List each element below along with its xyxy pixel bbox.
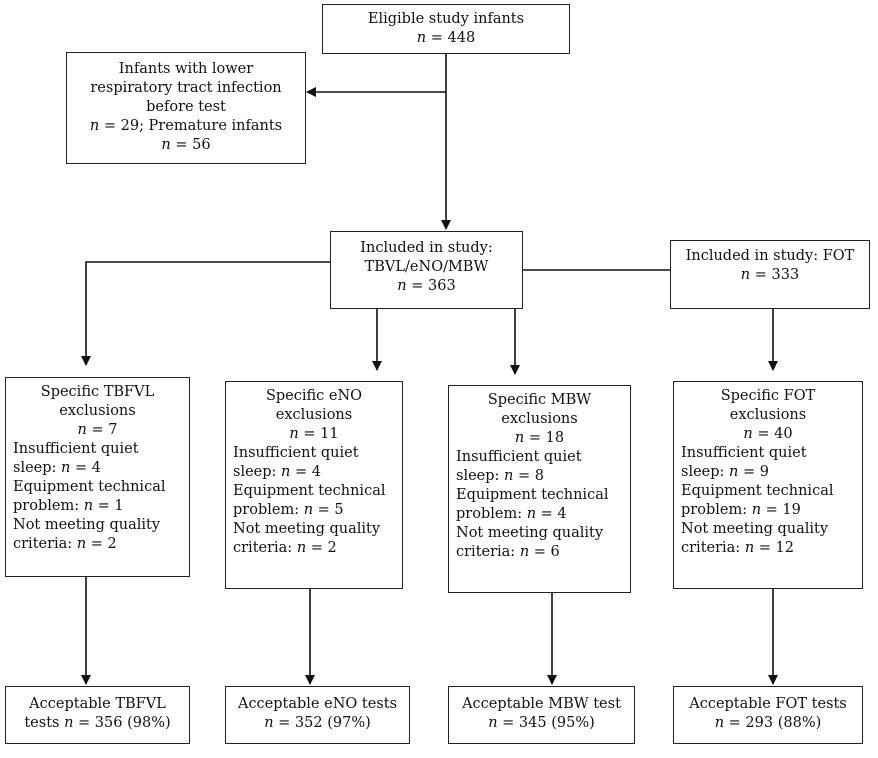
tbfvl-quality-value: criteria: n = 2 (13, 536, 117, 552)
fot-exclusions-title-2: exclusions (729, 407, 807, 423)
tbfvl-exclusions-n: 7 (108, 422, 118, 438)
tbfvl-sleep-value: sleep: n = 4 (13, 460, 101, 476)
acceptable-eno-line-1: Acceptable eNO tests (237, 696, 398, 712)
excluded-lrti-n: 29 (120, 118, 140, 134)
mbw-sleep-label: Insufficient quiet (456, 449, 582, 465)
mbw-quality-value: criteria: n = 6 (456, 544, 560, 560)
included-main-title-1: Included in study: (360, 240, 493, 256)
fot-exclusions-title-1: Specific FOT (720, 388, 816, 404)
mbw-exclusions-title-2: exclusions (501, 411, 578, 427)
eno-sleep-label: Insufficient quiet (233, 445, 359, 461)
fot-sleep-value: sleep: n = 9 (681, 464, 769, 480)
mbw-equipment-label: Equipment technical (456, 487, 609, 503)
eno-exclusions-title-1: Specific eNO (265, 388, 363, 404)
mbw-equipment-value: problem: n = 4 (456, 506, 567, 522)
eno-quality-value: criteria: n = 2 (233, 540, 337, 556)
acceptable-mbw-line-2: n = 345 (95%) (488, 715, 595, 731)
fot-equipment-label: Equipment technical (681, 483, 834, 499)
fot-exclusions-n: 40 (774, 426, 793, 442)
eligible-infants-box: Eligible study infants n = 448 (322, 4, 570, 54)
mbw-exclusions-n: 18 (545, 430, 565, 446)
excluded-line-3: before test (146, 99, 226, 115)
mbw-exclusions-title-1: Specific MBW (487, 392, 592, 408)
tbfvl-exclusions-title-1: Specific TBFVL (40, 384, 155, 400)
acceptable-tbfvl-line-1: Acceptable TBFVL (29, 696, 166, 712)
included-fot-box: Included in study: FOT n = 333 (670, 240, 870, 309)
mbw-sleep-value: sleep: n = 8 (456, 468, 544, 484)
acceptable-fot-line-2: n = 293 (88%) (714, 715, 822, 731)
tbfvl-quality-label: Not meeting quality (13, 517, 161, 533)
tbfvl-sleep-label: Insufficient quiet (13, 441, 139, 457)
acceptable-tbfvl-box: Acceptable TBFVL tests n = 356 (98%) (5, 686, 190, 744)
arrow-to-tbfvl-exclusions (81, 261, 330, 366)
eno-sleep-value: sleep: n = 4 (233, 464, 321, 480)
fot-quality-label: Not meeting quality (681, 521, 829, 537)
mbw-quality-label: Not meeting quality (456, 525, 604, 541)
fot-quality-value: criteria: n = 12 (681, 540, 794, 556)
eno-exclusions-box: Specific eNO exclusions n = 11 Insuffici… (225, 381, 403, 589)
acceptable-tbfvl-line-2: tests n = 356 (98%) (24, 715, 171, 731)
eno-equipment-value: problem: n = 5 (233, 502, 344, 518)
eno-equipment-label: Equipment technical (233, 483, 386, 499)
acceptable-fot-line-1: Acceptable FOT tests (689, 696, 847, 712)
acceptable-mbw-box: Acceptable MBW test n = 345 (95%) (448, 686, 635, 744)
excluded-line-1: Infants with lower (118, 61, 254, 77)
acceptable-fot-box: Acceptable FOT tests n = 293 (88%) (673, 686, 863, 744)
acceptable-eno-box: Acceptable eNO tests n = 352 (97%) (225, 686, 410, 744)
tbfvl-exclusions-title-2: exclusions (59, 403, 136, 419)
fot-equipment-value: problem: n = 19 (681, 502, 801, 518)
acceptable-eno-line-2: n = 352 (97%) (264, 715, 371, 731)
included-fot-title: Included in study: FOT (685, 248, 855, 264)
eno-exclusions-title-2: exclusions (275, 407, 353, 423)
eno-exclusions-n: 11 (320, 426, 339, 442)
tbfvl-equipment-label: Equipment technical (13, 479, 166, 495)
fot-exclusions-box: Specific FOT exclusions n = 40 Insuffici… (673, 381, 863, 589)
eligible-n: 448 (447, 30, 476, 46)
tbfvl-exclusions-box: Specific TBFVL exclusions n = 7 Insuffic… (5, 377, 190, 577)
mbw-exclusions-box: Specific MBW exclusions n = 18 Insuffici… (448, 385, 631, 593)
included-main-box: Included in study: TBVL/eNO/MBW n = 363 (330, 231, 523, 309)
eno-quality-label: Not meeting quality (233, 521, 381, 537)
fot-sleep-label: Insufficient quiet (681, 445, 807, 461)
included-fot-n: 333 (771, 267, 800, 283)
excluded-infants-box: Infants with lower respiratory tract inf… (66, 52, 306, 164)
eligible-title: Eligible study infants (367, 11, 525, 27)
excluded-line-2: respiratory tract infection (90, 80, 282, 96)
included-main-n: 363 (428, 278, 456, 294)
excluded-premature-n: 56 (192, 137, 211, 153)
tbfvl-equipment-value: problem: n = 1 (13, 498, 124, 514)
included-main-title-2: TBVL/eNO/MBW (364, 259, 489, 275)
acceptable-mbw-line-1: Acceptable MBW test (462, 696, 621, 712)
excluded-premature-label: ; Premature infants (139, 118, 283, 134)
